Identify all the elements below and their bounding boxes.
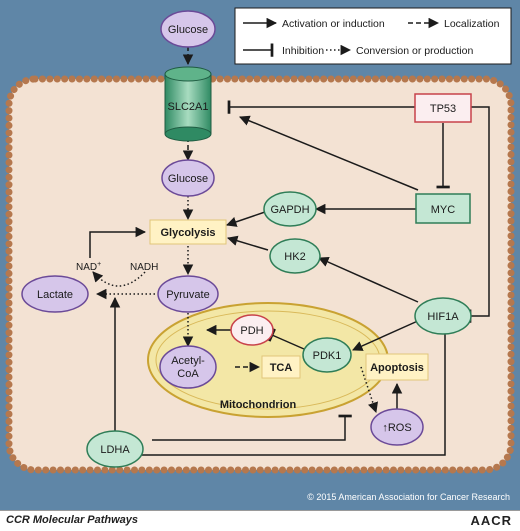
edge-hif1a-to-pdk1 — [352, 319, 421, 351]
journal-name: CCR Molecular Pathways — [6, 514, 139, 526]
node-pdk1-label: PDK1 — [313, 350, 342, 362]
node-lactate[interactable] — [21, 275, 89, 313]
node-tca-label: TCA — [270, 362, 293, 374]
node-lactate-label: Lactate — [37, 289, 73, 301]
node-pyruvate[interactable] — [157, 275, 219, 313]
node-acetyl-coa-label-line2: CoA — [177, 368, 199, 380]
copyright-text: © 2015 American Association for Cancer R… — [307, 492, 510, 502]
node-pdh-label: PDH — [240, 325, 263, 337]
legend-box — [234, 7, 512, 65]
edge-pdk1-inhibits-pdh — [268, 328, 305, 350]
node-pdk1[interactable] — [302, 337, 352, 373]
node-glucose-extracellular-label: Glucose — [168, 24, 208, 36]
node-glucose-intracellular[interactable] — [161, 159, 215, 197]
node-apoptosis-label: Apoptosis — [370, 362, 424, 374]
node-apoptosis[interactable] — [365, 353, 429, 381]
node-pdh[interactable] — [230, 314, 274, 346]
footer-bar: CCR Molecular Pathways AACR — [0, 510, 520, 531]
node-acetyl-coa-label-line1: Acetyl- — [171, 355, 205, 367]
node-nadh-label: NADH — [130, 262, 158, 273]
node-glycolysis[interactable] — [149, 219, 227, 245]
node-slc2a1-top — [164, 66, 212, 82]
edge-tp53-inhibits-hif1a — [468, 106, 490, 323]
node-slc2a1-bottom — [164, 126, 212, 142]
node-hif1a-label: HIF1A — [427, 311, 459, 323]
node-myc-label: MYC — [431, 204, 456, 216]
edge-hif1a-to-ldha — [126, 332, 446, 461]
aacr-logo: AACR — [470, 513, 512, 528]
node-acetyl-coa[interactable] — [159, 345, 217, 389]
node-ldha-label: LDHA — [100, 444, 130, 456]
node-gapdh[interactable] — [263, 191, 317, 227]
node-pyruvate-label: Pyruvate — [166, 289, 209, 301]
mitochondrion-label: Mitochondrion — [220, 399, 297, 411]
pathway-diagram: Activation or induction Localization Inh… — [0, 0, 520, 510]
nodes: Glucose SLC2A1 TP53 Glucose GAPDH MYC Gl… — [21, 10, 472, 468]
node-hk2-label: HK2 — [284, 251, 305, 263]
legend-localization-label: Localization — [444, 18, 500, 30]
node-ros-label: ↑ROS — [382, 422, 411, 434]
node-tp53[interactable] — [414, 93, 472, 123]
legend-activation-label: Activation or induction — [282, 18, 385, 30]
edge-hif1a-to-hk2 — [318, 257, 419, 303]
node-slc2a1-transporter[interactable] — [164, 73, 212, 135]
legend-inhibition-label: Inhibition — [282, 45, 324, 57]
node-glucose-intracellular-label: Glucose — [168, 173, 208, 185]
node-ldha[interactable] — [86, 430, 144, 468]
node-tp53-label: TP53 — [430, 103, 456, 115]
node-gapdh-label: GAPDH — [270, 204, 309, 216]
node-ros[interactable] — [370, 408, 424, 446]
node-hif1a[interactable] — [414, 297, 472, 335]
edge-nad-to-glycolysis — [89, 226, 147, 258]
edge-gapdh-to-glycolysis — [226, 211, 266, 227]
node-slc2a1-label: SLC2A1 — [168, 101, 209, 113]
node-glycolysis-label: Glycolysis — [160, 227, 215, 239]
edges — [89, 46, 490, 461]
edge-hk2-to-glycolysis — [226, 235, 269, 251]
node-myc[interactable] — [415, 193, 471, 224]
legend-conversion-label: Conversion or production — [356, 45, 473, 57]
edge-ldha-inhibits-ros — [152, 414, 352, 441]
node-glucose-extracellular[interactable] — [160, 10, 216, 48]
node-hk2[interactable] — [269, 238, 321, 274]
node-tca[interactable] — [261, 355, 301, 379]
edge-myc-to-slc2a1 — [239, 115, 419, 191]
node-nad-plus-label: NAD+ — [76, 261, 101, 273]
legend: Activation or induction Localization Inh… — [234, 7, 512, 65]
